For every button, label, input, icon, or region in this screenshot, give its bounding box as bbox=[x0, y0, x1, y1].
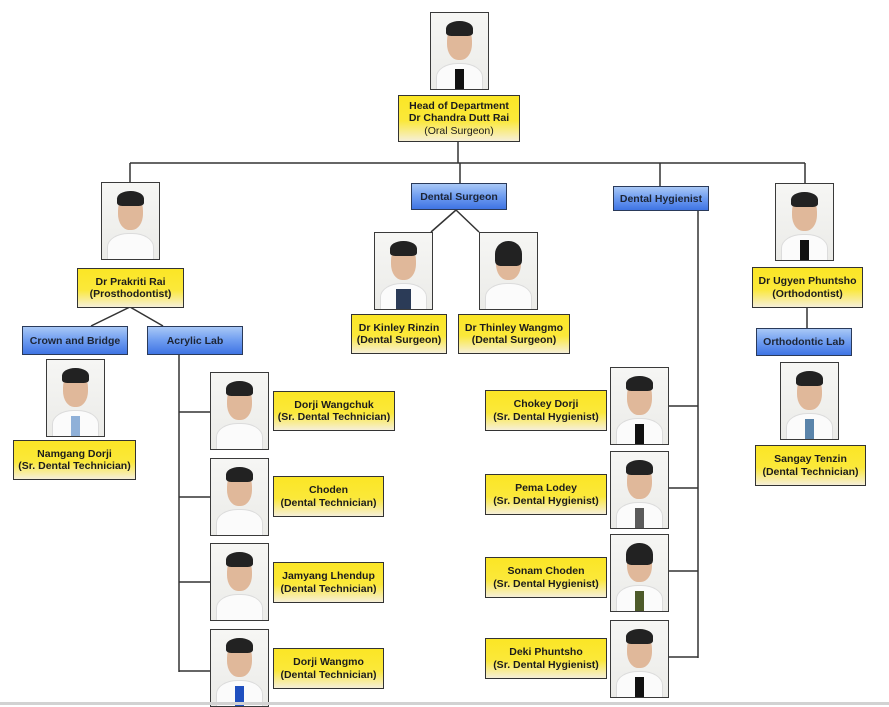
acrylic-staff-box: Choden (Dental Technician) bbox=[273, 476, 384, 517]
person-name: Jamyang Lhendup bbox=[282, 570, 375, 582]
unit-label: Dental Surgeon bbox=[420, 190, 498, 203]
unit-label: Dental Hygienist bbox=[619, 192, 703, 205]
person-name: Deki Phuntsho bbox=[509, 646, 583, 658]
connector bbox=[430, 209, 457, 233]
person-name: Dr Kinley Rinzin bbox=[358, 321, 440, 334]
person-role: (Dental Surgeon) bbox=[471, 334, 557, 346]
person-role: (Sr. Dental Hygienist) bbox=[493, 410, 599, 423]
person-name: Namgang Dorji bbox=[37, 447, 112, 460]
photo-acrylic-staff bbox=[210, 458, 269, 536]
photo-thinley bbox=[479, 232, 538, 310]
unit-acrylic-lab: Acrylic Lab bbox=[147, 326, 243, 355]
photo-ugyen bbox=[775, 183, 834, 261]
unit-dental-hygienist: Dental Hygienist bbox=[613, 186, 709, 211]
unit-crown-and-bridge: Crown and Bridge bbox=[22, 326, 128, 355]
photo-prakriti bbox=[101, 182, 160, 260]
unit-dental-surgeon: Dental Surgeon bbox=[411, 183, 507, 210]
kinley-box: Dr Kinley Rinzin (Dental Surgeon) bbox=[351, 314, 447, 354]
connector bbox=[90, 306, 131, 327]
connector bbox=[455, 209, 480, 233]
unit-orthodontic-lab: Orthodontic Lab bbox=[756, 328, 852, 356]
person-role: (Dental Technician) bbox=[280, 496, 377, 509]
head-of-department-box: Head of Department Dr Chandra Dutt Rai (… bbox=[398, 95, 520, 142]
thinley-box: Dr Thinley Wangmo (Dental Surgeon) bbox=[458, 314, 570, 354]
photo-sangay bbox=[780, 362, 839, 440]
person-role: (Sr. Dental Technician) bbox=[18, 460, 131, 472]
person-name: Sonam Choden bbox=[507, 565, 585, 577]
hygienist-staff-box: Deki Phuntsho (Sr. Dental Hygienist) bbox=[485, 638, 607, 679]
head-name: Dr Chandra Dutt Rai bbox=[408, 112, 510, 125]
photo-hygienist-staff bbox=[610, 367, 669, 445]
person-role: (Dental Surgeon) bbox=[356, 334, 442, 346]
acrylic-staff-box: Dorji Wangmo (Dental Technician) bbox=[273, 648, 384, 689]
person-name: Chokey Dorji bbox=[513, 398, 579, 410]
unit-label: Orthodontic Lab bbox=[763, 336, 845, 348]
head-title: Head of Department bbox=[409, 99, 509, 112]
bottom-edge bbox=[0, 702, 889, 705]
photo-acrylic-staff bbox=[210, 543, 269, 621]
sangay-box: Sangay Tenzin (Dental Technician) bbox=[755, 445, 866, 486]
unit-label: Crown and Bridge bbox=[29, 334, 121, 347]
prakriti-role: (Prosthodontist) bbox=[89, 288, 172, 300]
unit-label: Acrylic Lab bbox=[166, 334, 224, 347]
connector bbox=[129, 306, 164, 327]
person-name: Choden bbox=[308, 484, 349, 496]
photo-hygienist-staff bbox=[610, 620, 669, 698]
person-name: Dr Thinley Wangmo bbox=[464, 321, 564, 334]
person-role: (Orthodontist) bbox=[772, 287, 843, 300]
photo-namgang bbox=[46, 359, 105, 437]
acrylic-staff-box: Jamyang Lhendup (Dental Technician) bbox=[273, 562, 384, 603]
person-role: (Sr. Dental Technician) bbox=[277, 411, 391, 423]
person-role: (Sr. Dental Hygienist) bbox=[493, 494, 599, 507]
acrylic-staff-box: Dorji Wangchuk (Sr. Dental Technician) bbox=[273, 391, 395, 431]
photo-acrylic-staff bbox=[210, 629, 269, 707]
person-name: Dr Ugyen Phuntsho bbox=[758, 275, 857, 287]
namgang-box: Namgang Dorji (Sr. Dental Technician) bbox=[13, 440, 136, 480]
head-role: (Oral Surgeon) bbox=[424, 124, 494, 137]
prakriti-box: Dr Prakriti Rai (Prosthodontist) bbox=[77, 268, 184, 308]
person-role: (Sr. Dental Hygienist) bbox=[493, 658, 599, 671]
photo-hygienist-staff bbox=[610, 451, 669, 529]
person-role: (Dental Technician) bbox=[280, 582, 377, 595]
hygienist-staff-box: Chokey Dorji (Sr. Dental Hygienist) bbox=[485, 390, 607, 431]
person-role: (Dental Technician) bbox=[280, 668, 377, 681]
ugyen-box: Dr Ugyen Phuntsho (Orthodontist) bbox=[752, 267, 863, 308]
person-name: Pema Lodey bbox=[515, 482, 577, 494]
photo-hygienist-staff bbox=[610, 534, 669, 612]
photo-head bbox=[430, 12, 489, 90]
hygienist-staff-box: Pema Lodey (Sr. Dental Hygienist) bbox=[485, 474, 607, 515]
hygienist-staff-box: Sonam Choden (Sr. Dental Hygienist) bbox=[485, 557, 607, 598]
person-role: (Dental Technician) bbox=[762, 465, 859, 478]
person-name: Dorji Wangmo bbox=[293, 656, 364, 668]
person-role: (Sr. Dental Hygienist) bbox=[493, 577, 599, 590]
photo-kinley bbox=[374, 232, 433, 310]
prakriti-name: Dr Prakriti Rai bbox=[95, 275, 166, 288]
photo-acrylic-staff bbox=[210, 372, 269, 450]
person-name: Dorji Wangchuk bbox=[294, 398, 374, 411]
person-name: Sangay Tenzin bbox=[774, 453, 847, 465]
